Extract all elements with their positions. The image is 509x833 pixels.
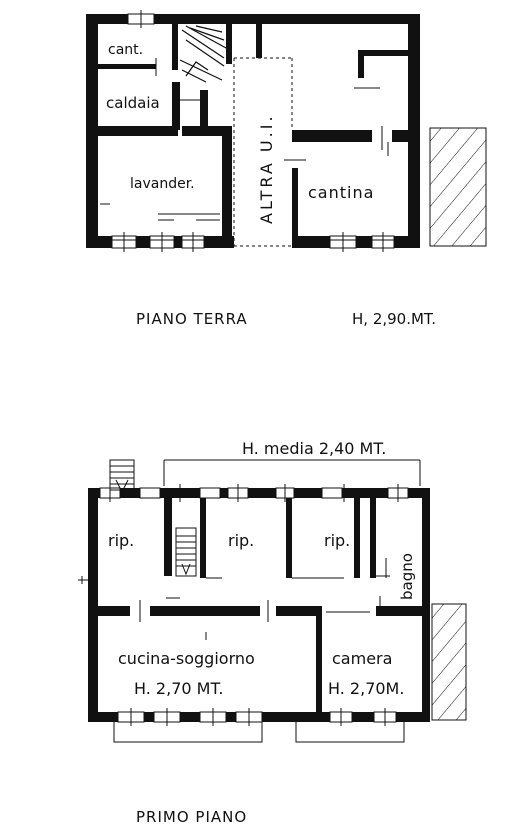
first-floor-plan <box>78 459 467 743</box>
room-label-cucina-soggiorno: cucina-soggiorno <box>118 649 255 668</box>
room-label-lavanderia: lavander. <box>130 176 195 192</box>
ground-adjacent-property <box>429 127 487 247</box>
ground-floor-height: H, 2,90.MT. <box>352 310 436 328</box>
height-label-camera: H. 2,70M. <box>328 679 404 698</box>
ground-floor-plan <box>86 10 487 252</box>
room-label-cantina: cantina <box>308 183 374 202</box>
internal-stair-icon <box>175 527 197 577</box>
room-label-rip-2: rip. <box>228 531 254 550</box>
room-label-rip-3: rip. <box>324 531 350 550</box>
room-label-cant: cant. <box>108 42 143 58</box>
first-adjacent-property <box>431 603 467 721</box>
ground-floor-caption: PIANO TERRA <box>136 310 248 328</box>
room-label-altra-ui: ALTRA U.I. <box>257 113 276 224</box>
room-label-caldaia: caldaia <box>106 94 160 112</box>
ground-wall-top <box>86 14 420 24</box>
room-label-rip-1: rip. <box>108 531 134 550</box>
room-label-camera: camera <box>332 649 392 668</box>
ground-wall-right <box>408 14 420 248</box>
ground-stair-icon <box>179 25 227 83</box>
height-label-cucina: H. 2,70 MT. <box>134 679 223 698</box>
external-stair-icon <box>109 459 135 494</box>
room-label-bagno: bagno <box>398 553 416 600</box>
first-floor-caption: PRIMO PIANO <box>136 808 247 826</box>
mean-height-label: H. media 2,40 MT. <box>242 439 386 458</box>
ground-wall-left <box>86 14 98 248</box>
